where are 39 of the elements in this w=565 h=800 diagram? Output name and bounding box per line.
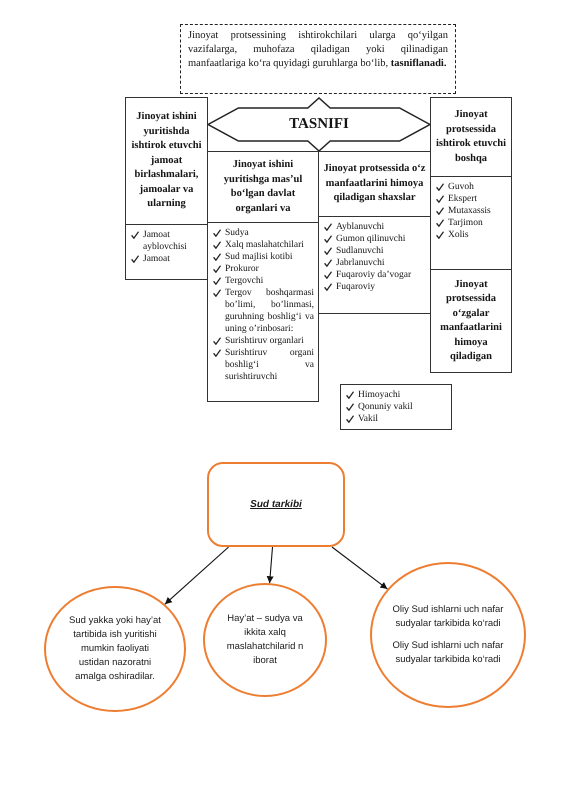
list-item: Fuqaroviy [336,281,376,293]
list-item: Mutaxassis [448,205,491,217]
list-item: Surishtiruv organi boshlig‘i va surishtiruvchi [225,347,314,383]
oval-text: Oliy Sud ishlarni uch nafar sudyalar tarkibida ko‘radi [392,639,504,667]
list-item: Sudya [225,227,249,239]
list-item: Qonuniy vakil [358,401,413,413]
arrow [164,546,229,605]
list-item: Ayblanuvchi [336,221,384,233]
category-box: Jinoyat ishini yuritishda ishtirok etuvchi jamoat birlashmalari, jamoalar va ularning [125,97,208,225]
list-item: Ekspert [448,193,478,205]
list-item: Prokuror [225,263,259,275]
list-item: Gumon qilinuvchi [336,233,406,245]
list-item: Tergov boshqarmasi bo’limi, bo’linmasi, guruhning boshlig‘i va uning o’rinbosari: [225,287,314,335]
list-item: Vakil [358,413,378,425]
list-item: Sud majlisi kotibi [225,251,293,263]
list-item: Tergovchi [225,275,264,287]
heading-text: TASNIFI [289,116,349,133]
oval-text: Hay’at – sudya va ikkita xalq maslahatchilarid n iborat [226,612,304,668]
category-box: Jinoyat protsessida ishtirok etuvchi boshqa [430,97,512,177]
list-item: Tarjimon [448,217,483,229]
list-item: Sudlanuvchi [336,245,384,257]
list-item: Xolis [448,229,469,241]
arrow [266,546,274,584]
rounded-box: Sud tarkibi [207,462,345,547]
list-item: Guvoh [448,181,474,193]
oval-text: Oliy Sud ishlarni uch nafar sudyalar tarkibida ko‘radi [392,603,504,631]
oval-text: Sud yakka yoki hay’at tartibida ish yuritishi mumkin faoliyati ustidan nazoratni amalga oshiradilar. [68,614,162,684]
list-panel [340,384,452,430]
list-item: Jabrlanuvchi [336,257,385,269]
list-item: Jamoat ayblovchisi [143,229,188,253]
list-item: Surishtiruv organlari [225,335,304,347]
category-box: Jinoyat protsessida o‘zgalar manfaatlarini himoya qiladigan [430,269,512,373]
list-item: Xalq maslahatchilari [225,239,304,251]
arrow [332,546,388,590]
list-item: Fuqaroviy da’vogar [336,269,412,281]
note-box: Jinoyat protsessining ishtirokchilari ularga qo‘yilgan vazifalarga, muhofaza qiladigan yoki qilinadigan manfaatlariga ko‘ra quyidagi guruhlarga bo‘lib, tasniflanadi. [180,24,456,94]
list-panel [125,224,208,280]
list-item: Jamoat [143,253,170,265]
list-item: Himoyachi [358,389,400,401]
